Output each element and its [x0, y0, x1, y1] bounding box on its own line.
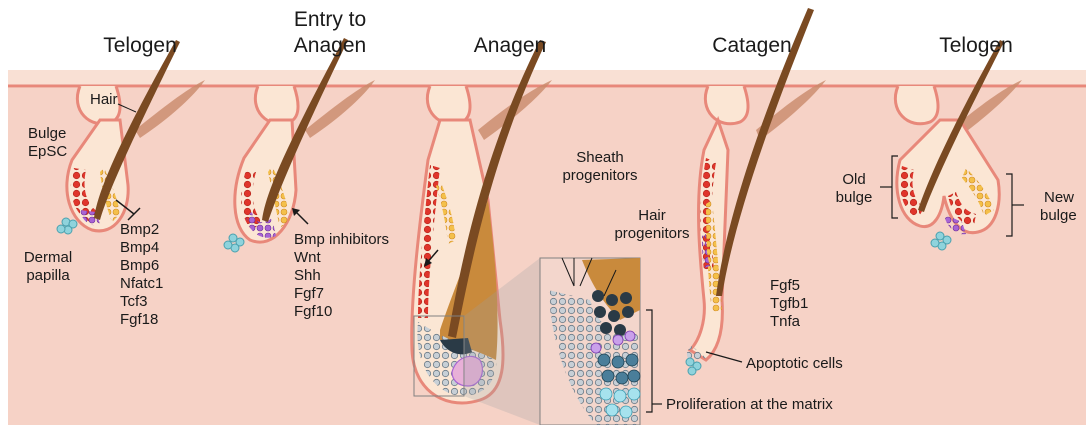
- factor-telogen-0: Bmp2: [120, 221, 159, 238]
- factor-entry-4: Fgf10: [294, 303, 332, 320]
- label-old-bulge: bulge: [836, 189, 873, 206]
- factor-catagen-0: Fgf5: [770, 277, 800, 294]
- stage-title-telogen-1: Telogen: [103, 34, 177, 57]
- factor-telogen-5: Fgf18: [120, 311, 158, 328]
- label-old: Old: [842, 171, 865, 188]
- stage-title-entry-line1: Entry to: [294, 8, 366, 31]
- factor-telogen-4: Tcf3: [120, 293, 148, 310]
- stage-title-anagen: Anagen: [474, 34, 546, 57]
- factor-catagen-2: Tnfa: [770, 313, 801, 330]
- label-sheath: Sheath: [576, 149, 624, 166]
- stage-title-entry-line2: Anagen: [294, 34, 366, 57]
- factor-telogen-2: Bmp6: [120, 257, 159, 274]
- label-papilla: papilla: [26, 267, 70, 284]
- label-new: New: [1044, 189, 1074, 206]
- factor-entry-1: Wnt: [294, 249, 322, 266]
- label-hair-progenitors: progenitors: [614, 225, 689, 242]
- label-apoptotic: Apoptotic cells: [746, 355, 843, 372]
- label-new-bulge: bulge: [1040, 207, 1077, 224]
- factor-telogen-1: Bmp4: [120, 239, 159, 256]
- factor-catagen-1: Tgfb1: [770, 295, 808, 312]
- factor-entry-0: Bmp inhibitors: [294, 231, 389, 248]
- label-bulge: Bulge: [28, 125, 66, 142]
- factor-entry-2: Shh: [294, 267, 321, 284]
- stage-title-telogen-2: Telogen: [939, 34, 1013, 57]
- factor-entry-3: Fgf7: [294, 285, 324, 302]
- stage-titles: Telogen Entry to Anagen Anagen Catagen T…: [103, 8, 1013, 57]
- factor-telogen-3: Nfatc1: [120, 275, 163, 292]
- label-hair-prog: Hair: [638, 207, 666, 224]
- stage-title-catagen: Catagen: [712, 34, 791, 57]
- label-dermal: Dermal: [24, 249, 72, 266]
- label-sheath-progenitors: progenitors: [562, 167, 637, 184]
- label-proliferation: Proliferation at the matrix: [666, 396, 833, 413]
- label-hair: Hair: [90, 91, 118, 108]
- label-epsc: EpSC: [28, 143, 67, 160]
